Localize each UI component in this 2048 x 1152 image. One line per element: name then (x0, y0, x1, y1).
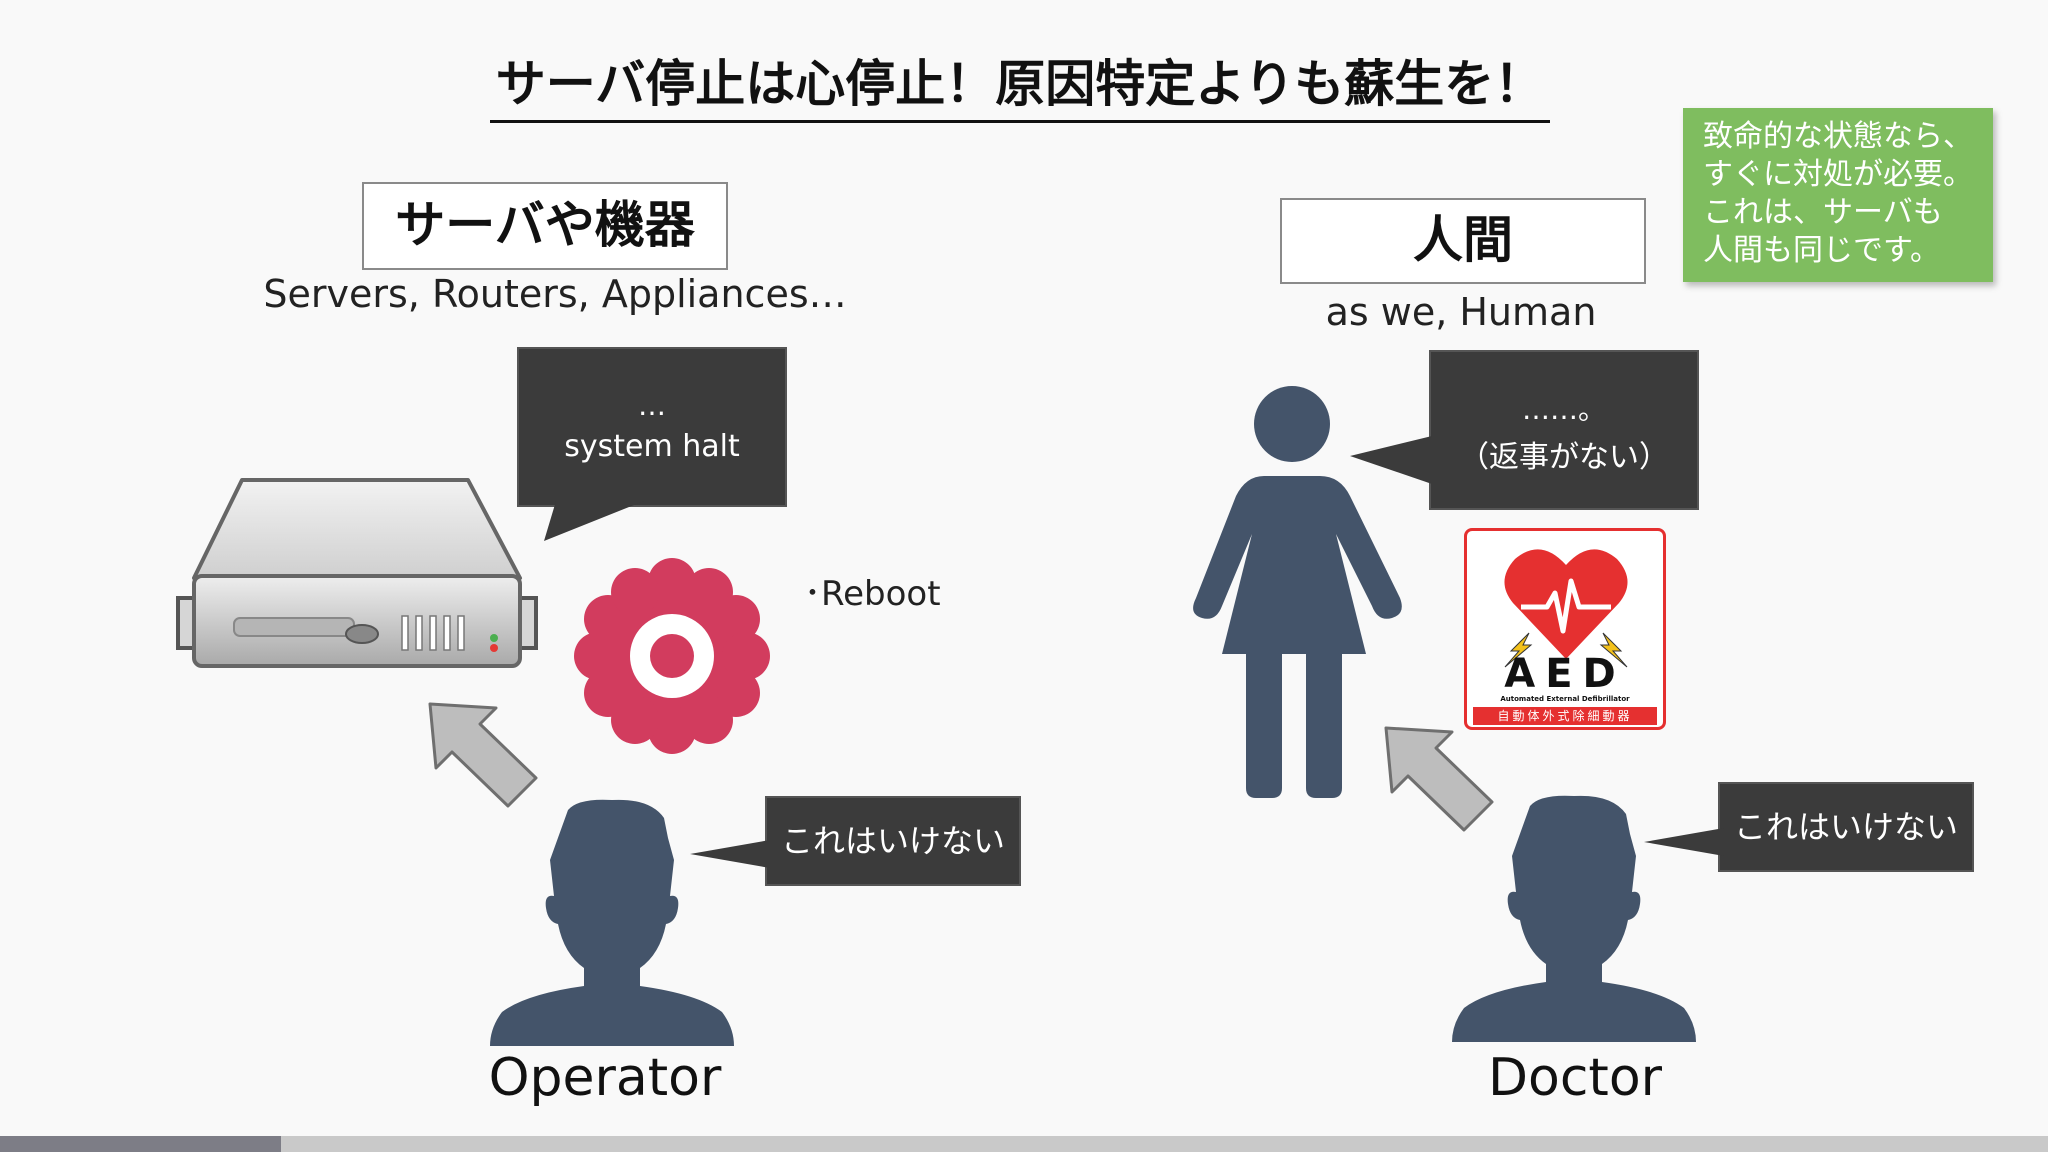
slide-progress-fill (0, 1136, 281, 1152)
reboot-label: ･Reboot (804, 574, 941, 614)
no-response-bubble: ……。 （返事がない） (1429, 350, 1699, 510)
sticky-note: 致命的な状態なら、 すぐに対処が必要。 これは、サーバも 人間も同じです。 (1683, 108, 1993, 282)
doctor-speech-tail (1644, 828, 1724, 856)
doctor-label: Doctor (1487, 1048, 1663, 1108)
system-halt-ellipsis: … (638, 389, 666, 422)
system-halt-bubble-tail (544, 501, 644, 541)
aed-japanese-subtitle: 自動体外式除細動器 (1473, 707, 1657, 725)
doctor-speech-bubble: これはいけない (1718, 782, 1974, 872)
operator-icon (490, 799, 734, 1046)
no-response-ellipsis: ……。 (1521, 393, 1606, 426)
aed-main-text: AED (1504, 651, 1626, 697)
operator-speech-bubble: これはいけない (765, 796, 1021, 886)
human-heading: 人間 (1413, 211, 1513, 269)
sticky-line-1: 致命的な状態なら、 (1703, 119, 1973, 154)
woman-icon (1193, 386, 1402, 798)
operator-speech-text: これはいけない (780, 822, 1005, 860)
slide-progress-track (0, 1136, 2048, 1152)
sticky-line-2: すぐに対処が必要。 (1703, 157, 1973, 192)
aed-english-subtitle: Automated External Defibrillator (1500, 695, 1630, 703)
human-heading-box: 人間 (1280, 198, 1646, 284)
reboot-gear-icon (574, 558, 770, 754)
servers-heading: サーバや機器 (395, 196, 695, 254)
servers-subtitle: Servers, Routers, Appliances… (263, 272, 847, 316)
no-response-bubble-tail (1350, 436, 1432, 484)
doctor-speech-text: これはいけない (1733, 808, 1958, 846)
operator-speech-tail (690, 840, 770, 868)
servers-heading-box: サーバや機器 (362, 182, 728, 270)
aed-heart-icon (1504, 549, 1628, 668)
no-response-text: （返事がない） (1459, 440, 1669, 475)
system-halt-bubble: … system halt (517, 347, 787, 507)
sticky-line-4: 人間も同じです。 (1703, 233, 1940, 268)
arrow-up-left-icon (428, 702, 538, 808)
sticky-line-3: これは、サーバも (1703, 195, 1943, 230)
human-subtitle: as we, Human (1325, 290, 1597, 334)
system-halt-text: system halt (564, 429, 740, 464)
operator-label: Operator (488, 1048, 722, 1108)
slide-title: サーバ停止は心停止！原因特定よりも蘇生を！ (490, 52, 1550, 123)
aed-sign: AED Automated External Defibrillator 自動体… (1464, 528, 1666, 730)
server-icon (176, 478, 538, 668)
arrow-up-left-icon-2 (1384, 726, 1494, 832)
doctor-icon (1452, 795, 1696, 1042)
